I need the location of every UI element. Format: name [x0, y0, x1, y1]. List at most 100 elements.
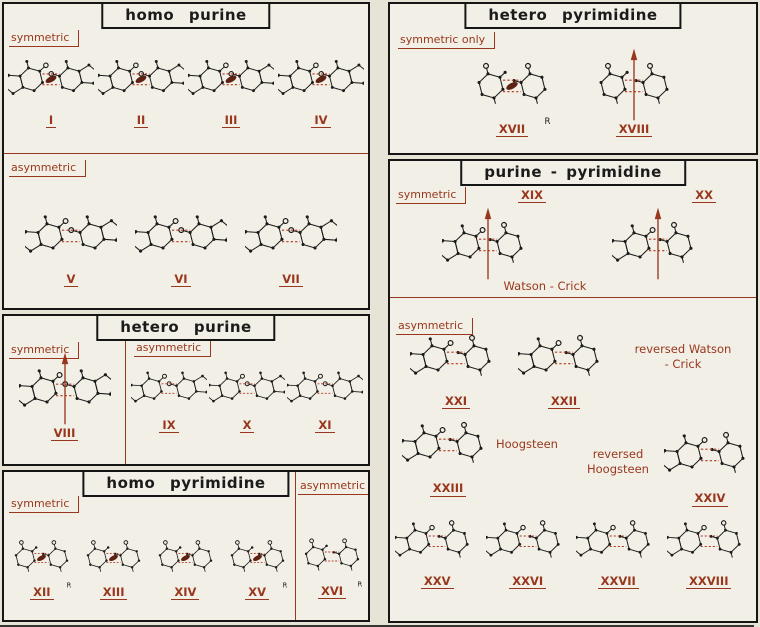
structure-XVIII: XVIII — [588, 42, 680, 138]
purine-ring — [188, 59, 229, 96]
structure-numeral: XXI — [441, 394, 470, 410]
r-group-label: R — [544, 117, 550, 126]
purine-ring — [318, 59, 364, 93]
section-hetero-purine-symmetric: symmetric VIII — [4, 316, 126, 464]
h-bond-dashes — [700, 535, 718, 547]
structure-X: X — [209, 352, 285, 434]
structures-row: XXIII — [402, 401, 494, 497]
pyrimidine-ring — [477, 62, 507, 104]
structure-XXI: XXI — [410, 314, 502, 410]
pyrimidine-ring — [42, 540, 69, 572]
purine-ring — [131, 371, 167, 403]
structure-numeral: VI — [171, 272, 191, 288]
purine-ring — [98, 59, 139, 96]
pyrimidine-ring — [528, 519, 560, 558]
structures-row: R XVII XVIII — [390, 4, 756, 138]
section-label-symmetric: symmetric — [9, 342, 80, 360]
purine-ring — [68, 215, 117, 250]
symmetry-center-icon — [109, 554, 119, 562]
structure-numeral: V — [63, 272, 79, 288]
structure-numeral: XIII — [99, 585, 128, 601]
section-label-symmetric: symmetric — [9, 496, 80, 514]
base-pair-drawing — [395, 519, 469, 558]
panel-title-hetero-pyrimidine: hetero pyrimidine — [464, 4, 682, 29]
structure-V: V — [25, 192, 117, 288]
structure-numeral: XXVI — [509, 574, 547, 590]
pyrimidine-ring — [448, 422, 483, 464]
pyrimidine-ring — [114, 540, 141, 572]
pyrimidine-ring — [456, 334, 491, 376]
base-pair-drawing — [135, 215, 227, 253]
base-pair-drawing — [599, 48, 669, 121]
symmetry-center-icon — [506, 81, 518, 90]
base-pair-drawing — [485, 519, 560, 558]
base-pair-drawing — [209, 371, 285, 403]
base-pair-drawing — [410, 334, 491, 376]
base-pair-drawing: R — [304, 538, 363, 588]
structure-III: III — [188, 38, 274, 129]
pyrimidine-ring — [512, 62, 547, 104]
base-pair-drawing: R — [230, 540, 287, 589]
structure-XIV: XIV — [150, 524, 221, 601]
structure-XXVI: XXVI — [485, 501, 570, 590]
purine-ring — [666, 522, 707, 557]
structure-numeral: XXIV — [691, 491, 729, 507]
r-group-label: R — [282, 582, 287, 589]
section-label-symmetric: symmetric — [396, 187, 467, 205]
structure-numeral: XXV — [420, 574, 454, 590]
purine-ring — [402, 424, 446, 463]
structure-VI: VI — [135, 192, 227, 288]
structure-I: I — [8, 38, 94, 129]
purine-ring — [61, 369, 111, 404]
symmetry-center-icon — [252, 554, 262, 562]
structure-numeral: I — [45, 113, 57, 129]
asymmetric-row-2: XXIII Hoogsteen reversed Hoogsteen XXIV — [390, 401, 756, 507]
pyrimidine-ring — [15, 540, 38, 572]
base-pair-drawing — [98, 59, 184, 96]
purine-ring — [178, 215, 227, 250]
base-pair-drawing — [158, 540, 213, 572]
structure-numeral: XX — [692, 188, 716, 204]
structure-numeral: XV — [245, 585, 270, 601]
section-label-asymmetric: asymmetric — [9, 160, 87, 178]
purine-ring — [442, 224, 486, 262]
structure-numeral: XVIII — [615, 122, 653, 138]
panel-title-homo-purine: homo purine — [101, 4, 271, 29]
structure-IV: IV — [278, 38, 364, 129]
symmetry-center-icon — [315, 75, 327, 83]
pyrimidine-ring — [709, 519, 741, 558]
h-bond-dashes — [502, 79, 522, 93]
purine-ring — [48, 59, 94, 93]
section-label-symmetric-only: symmetric only — [398, 32, 496, 50]
purine-ring — [25, 215, 69, 253]
structure-II: II — [98, 38, 184, 129]
structure-XVII: R XVII — [466, 42, 558, 138]
structure-XXVIII: XXVIII — [666, 501, 751, 590]
structure-numeral: III — [221, 113, 241, 129]
section-hetero-pyrimidine: symmetric only R XVII XVIII — [390, 4, 756, 153]
structure-XXIII: XXIII — [402, 401, 494, 497]
base-pair-drawing — [666, 519, 741, 558]
pyrimidine-ring — [599, 62, 629, 104]
pyrimidine-ring — [488, 221, 523, 263]
purine-ring — [228, 59, 274, 93]
dyad-axis-icon — [630, 48, 638, 121]
h-bond-dashes — [324, 551, 340, 562]
structure-numeral: II — [133, 113, 149, 129]
structure-XXV: XXV — [395, 501, 479, 590]
pyrimidine-ring — [230, 540, 254, 572]
section-label-asymmetric: asymmetric — [396, 318, 474, 336]
h-bond-dashes — [700, 448, 720, 462]
h-bond-dashes — [250, 553, 265, 563]
structure-numeral: XVII — [495, 122, 529, 138]
